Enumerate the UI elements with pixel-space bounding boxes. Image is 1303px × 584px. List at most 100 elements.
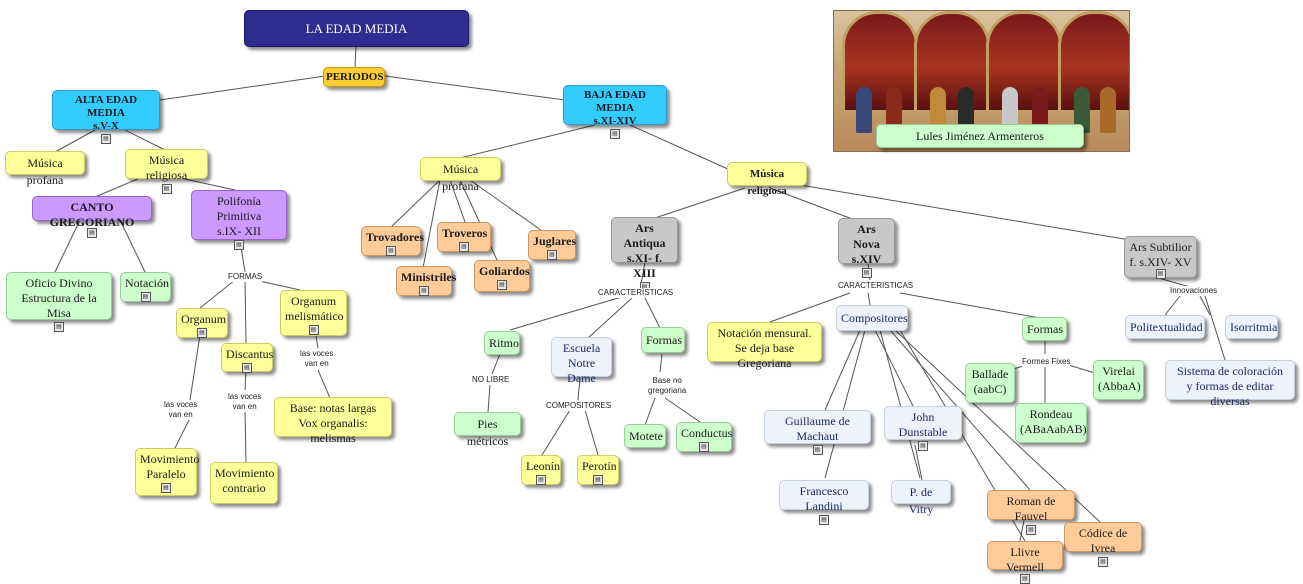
- landini-node[interactable]: Francesco Landini ▤: [779, 480, 869, 525]
- resource-icon[interactable]: ▤: [419, 286, 429, 296]
- politextualidad-node[interactable]: Politextualidad: [1125, 315, 1205, 339]
- organum-melismatico-node[interactable]: Organum melismático▤: [280, 290, 347, 336]
- movimiento-contrario-node[interactable]: Movimiento contrario: [210, 462, 278, 504]
- resource-icon[interactable]: ▤: [161, 184, 172, 194]
- resource-icon[interactable]: ▤: [234, 240, 244, 250]
- formas-aa-node[interactable]: Formas: [641, 327, 685, 353]
- vitry-node[interactable]: P. de Vitry: [891, 480, 951, 516]
- juglares-label: Juglares: [533, 234, 577, 248]
- ministriles-node[interactable]: Ministriles▤: [396, 266, 456, 296]
- conductus-label: Conductus: [681, 426, 733, 440]
- canto-gregoriano-label: CANTO GREGORIANO: [49, 200, 135, 229]
- ballade-label: Ballade (aabC): [971, 367, 1009, 396]
- resource-icon[interactable]: ▤: [1020, 574, 1030, 584]
- resource-icon[interactable]: ▤: [918, 441, 928, 451]
- organum-node[interactable]: Organum ▤: [176, 308, 228, 338]
- image-caption[interactable]: Lules Jiménez Armenteros: [876, 124, 1084, 148]
- resource-icon[interactable]: ▤: [101, 134, 111, 144]
- baja-musica-religiosa-node[interactable]: Música religiosa: [727, 162, 807, 197]
- leonin-node[interactable]: Leonín▤: [521, 455, 561, 485]
- resource-icon[interactable]: ▤: [536, 475, 546, 485]
- discantus-node[interactable]: Discantus▤: [221, 343, 273, 373]
- resource-icon[interactable]: ▤: [1026, 525, 1036, 535]
- notacion-mensural-node[interactable]: Notación mensural. Se deja base Gregoria…: [707, 322, 822, 370]
- notacion-node[interactable]: Notación▤: [120, 272, 171, 302]
- goliardos-node[interactable]: Goliardos▤: [474, 260, 530, 292]
- caracteristicas-link-label: CARACTERÍSTICAS: [598, 288, 674, 298]
- juglares-node[interactable]: Juglares ▤: [528, 230, 576, 260]
- ars-antiqua-label: Ars Antiqua s.XI- f. XIII: [623, 221, 666, 280]
- llivre-vermell-label: Llivre Vermell: [1006, 545, 1044, 574]
- resource-icon[interactable]: ▤: [140, 292, 151, 302]
- resource-icon[interactable]: ▤: [812, 445, 823, 455]
- resource-icon[interactable]: ▤: [861, 268, 872, 278]
- ritmo-label: Ritmo: [489, 336, 520, 350]
- formas-aa-label: Formas: [646, 333, 682, 347]
- resource-icon[interactable]: ▤: [308, 325, 319, 335]
- dunstable-node[interactable]: John Dunstable▤: [884, 406, 962, 451]
- caracteristicas-link-label: CARACTERISTICAS: [838, 281, 914, 291]
- conductus-node[interactable]: Conductus ▤: [676, 422, 732, 452]
- trovadores-node[interactable]: Trovadores ▤: [361, 226, 425, 256]
- base-notas-largas-node[interactable]: Base: notas largas Vox organalis: melism…: [274, 397, 392, 445]
- polifonia-primitiva-node[interactable]: Polifonía Primitiva s.IX- XII▤: [191, 190, 287, 250]
- formas-an-label: Formas: [1027, 322, 1063, 336]
- ars-nova-node[interactable]: Ars Nova s.XIV▤: [838, 218, 895, 278]
- roman-de-fauvel-node[interactable]: Roman de Fauvel▤: [987, 490, 1075, 535]
- sistema-coloracion-node[interactable]: Sistema de coloración y formas de editar…: [1165, 360, 1295, 408]
- formas-an-node[interactable]: Formas: [1022, 317, 1067, 341]
- motete-node[interactable]: Motete: [624, 424, 666, 448]
- codice-de-ivrea-node[interactable]: Códice de Ivrea▤: [1064, 522, 1142, 567]
- periodos-node[interactable]: PERIODOS: [323, 67, 385, 87]
- ars-subtilior-node[interactable]: Ars Subtilior f. s.XIV- XV▤: [1124, 236, 1197, 279]
- main-title-node[interactable]: LA EDAD MEDIA: [244, 10, 469, 47]
- virelai-node[interactable]: Virelai (AbbaA): [1093, 360, 1144, 400]
- sistema-coloracion-label: Sistema de coloración y formas de editar…: [1177, 364, 1283, 408]
- compositores-node[interactable]: Compositores: [836, 305, 908, 331]
- resource-icon[interactable]: ▤: [1155, 269, 1166, 279]
- troveros-node[interactable]: Troveros▤: [437, 222, 491, 252]
- isorritmia-node[interactable]: Isorritmia: [1225, 315, 1278, 339]
- trovadores-label: Trovadores: [366, 230, 425, 244]
- oficio-divino-node[interactable]: Oficio Divino Estructura de la Misa▤: [6, 272, 112, 332]
- resource-icon[interactable]: ▤: [547, 250, 557, 260]
- alta-edad-media-node[interactable]: ALTA EDAD MEDIA s.V-X▤: [52, 90, 160, 144]
- ritmo-node[interactable]: Ritmo: [484, 331, 520, 355]
- movimiento-paralelo-node[interactable]: Movimiento Paralelo▤: [135, 448, 199, 496]
- perotin-node[interactable]: Perotín▤: [577, 455, 619, 485]
- ballade-node[interactable]: Ballade (aabC): [965, 363, 1015, 403]
- escuela-notre-dame-node[interactable]: Escuela Notre Dame: [551, 337, 612, 385]
- resource-icon[interactable]: ▤: [699, 442, 709, 452]
- base-notas-largas-label: Base: notas largas Vox organalis: melism…: [289, 401, 377, 445]
- resource-icon[interactable]: ▤: [1098, 557, 1108, 567]
- resource-icon[interactable]: ▤: [197, 328, 207, 338]
- resource-icon[interactable]: ▤: [497, 280, 507, 290]
- resource-icon[interactable]: ▤: [87, 228, 97, 238]
- organum-label: Organum: [181, 312, 227, 326]
- pies-metricos-node[interactable]: Pies métricos: [454, 412, 521, 448]
- ars-subtilior-label: Ars Subtilior f. s.XIV- XV: [1129, 240, 1192, 269]
- baja-musica-profana-label: Música profana: [442, 162, 479, 193]
- resource-icon[interactable]: ▤: [242, 363, 252, 373]
- resource-icon[interactable]: ▤: [459, 242, 469, 252]
- resource-icon[interactable]: ▤: [386, 246, 396, 256]
- rondeau-node[interactable]: Rondeau (ABaAabAB): [1015, 403, 1087, 443]
- politextualidad-label: Politextualidad: [1130, 320, 1203, 334]
- resource-icon[interactable]: ▤: [610, 129, 620, 139]
- resource-icon[interactable]: ▤: [54, 322, 64, 332]
- ars-antiqua-node[interactable]: Ars Antiqua s.XI- f. XIII▤: [611, 217, 678, 292]
- main-title: LA EDAD MEDIA: [305, 21, 408, 36]
- canto-gregoriano-node[interactable]: CANTO GREGORIANO▤: [32, 196, 152, 238]
- resource-icon[interactable]: ▤: [593, 475, 603, 485]
- virelai-label: Virelai (AbbaA): [1098, 364, 1141, 393]
- machaut-node[interactable]: Guillaume de Machaut▤: [764, 410, 871, 455]
- llivre-vermell-node[interactable]: Llivre Vermell▤: [987, 541, 1063, 584]
- baja-edad-media-node[interactable]: BAJA EDAD MEDIA s.XI-XIV▤: [563, 85, 667, 139]
- alta-musica-religiosa-node[interactable]: Música religiosa▤: [125, 149, 208, 194]
- resource-icon[interactable]: ▤: [161, 483, 171, 493]
- landini-label: Francesco Landini: [799, 484, 849, 513]
- resource-icon[interactable]: ▤: [819, 515, 829, 525]
- baja-musica-profana-node[interactable]: Música profana: [420, 157, 501, 193]
- alta-musica-profana-node[interactable]: Música profana: [5, 151, 85, 187]
- movimiento-contrario-label: Movimiento contrario: [215, 466, 275, 495]
